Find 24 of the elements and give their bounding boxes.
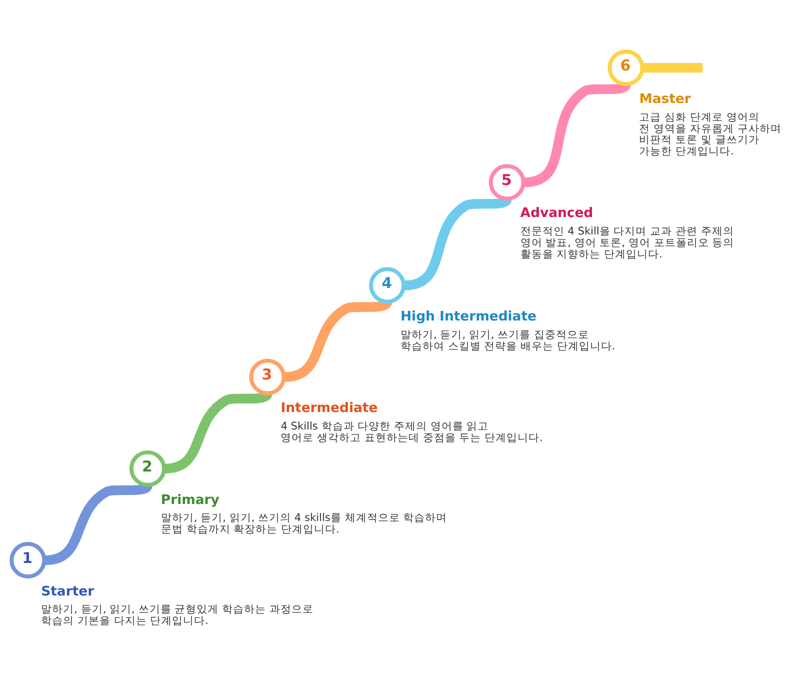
node-label: 말하기, 듣기, 읽기, 쓰기를 집중적으로 학습하여 스킬별 전략을 배우는 단계입니다. — [400, 328, 616, 352]
node-circle: 3 — [249, 358, 286, 396]
node-label: Master — [639, 92, 691, 108]
connector — [524, 82, 631, 188]
node-circle: 1 — [10, 542, 46, 578]
node-label: Advanced — [520, 206, 594, 222]
node-label: 말하기, 듣기, 읽기, 쓰기를 균형있게 학습하는 과정으로 학습의 기본을 다지는 단계입니다. — [41, 604, 314, 628]
connector — [45, 483, 152, 566]
node-circle: 2 — [129, 450, 166, 487]
node-label: Intermediate — [280, 401, 378, 416]
node-label: High Intermediate — [400, 310, 536, 325]
node-label: Primary — [160, 492, 220, 508]
connector — [404, 196, 512, 290]
node-circle: 6 — [608, 50, 644, 86]
node-label: 말하기, 듣기, 읽기, 쓰기의 4 skills를 체계적으로 학습하며 문법 학습까지 확장하는 단계입니다. — [160, 512, 448, 536]
node-label: 전문적인 4 Skill을 다지며 교과 관련 주제의 영어 발표, 영어 토론, 영어 포트폴리오 등의 활동을 지향하는 단계입니다. — [520, 225, 734, 260]
connector — [284, 300, 392, 382]
node-label: Starter — [41, 584, 94, 600]
node-label: 4 Skills 학습과 다양한 주제의 영어를 읽고 영어로 생각하고 표현하는데 중점을 두는 단계입니다. — [280, 420, 543, 444]
node-label: 고급 심화 단계로 영어의 전 영역을 자유롭게 구사하며 비판적 토론 및 글쓰기가 가능한 단계입니다. — [639, 111, 782, 158]
connector — [642, 62, 703, 73]
node-circle: 5 — [488, 164, 526, 201]
node-circle: 4 — [369, 267, 406, 304]
connector — [164, 392, 272, 474]
